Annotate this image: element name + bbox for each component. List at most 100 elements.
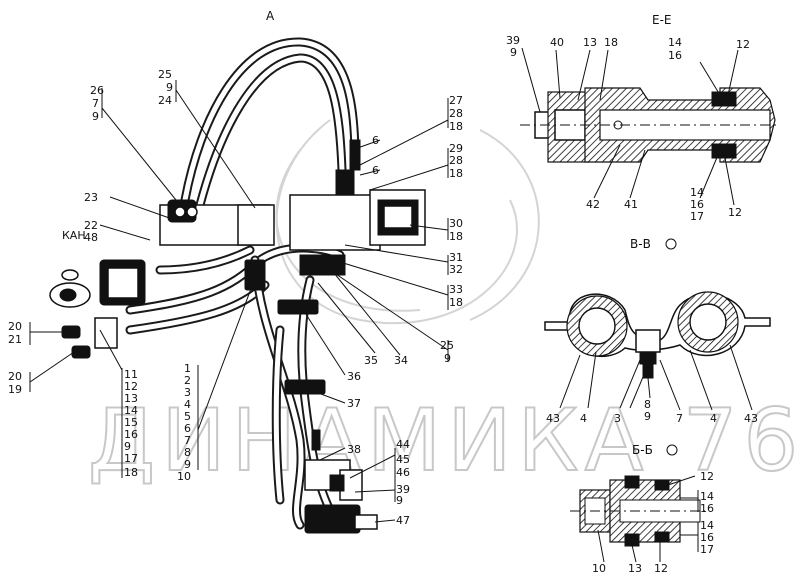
label-d10: 10 <box>177 470 191 483</box>
clamp-36 <box>277 299 319 315</box>
label-47: 47 <box>396 514 410 527</box>
label-e17: 17 <box>690 210 704 223</box>
label-27: 27 <box>449 94 463 107</box>
main-view-labels: 26 7 9 25 9 24 23 22 КАН 48 27 28 18 6 6… <box>8 68 463 527</box>
label-24: 24 <box>158 94 172 107</box>
label-c9: 9 <box>124 440 131 453</box>
label-e16: 16 <box>668 49 682 62</box>
view-label-bb: В-В <box>630 237 651 251</box>
label-20b: 20 <box>8 370 22 383</box>
label-s14: 14 <box>700 490 714 503</box>
fitting-group-38 <box>304 429 378 534</box>
label-d3: 3 <box>184 386 191 399</box>
label-d8: 8 <box>184 446 191 459</box>
label-b4: 4 <box>580 412 587 425</box>
watermark-text: ДИНАМИКА 76 <box>88 391 800 491</box>
label-28b: 28 <box>449 154 463 167</box>
label-b7: 7 <box>676 412 683 425</box>
label-b8: 8 <box>644 398 651 411</box>
label-d9: 9 <box>184 458 191 471</box>
leader-lines <box>29 80 449 523</box>
fitting-assembly-22 <box>49 259 146 308</box>
label-s16b: 16 <box>700 531 714 544</box>
section-bb-view <box>544 291 771 411</box>
label-9: 9 <box>92 110 99 123</box>
section-marker-circle <box>665 238 677 250</box>
label-c12: 12 <box>124 380 138 393</box>
section-bb-labels: 43 4 3 8 9 7 4 43 <box>546 398 758 425</box>
label-s13: 13 <box>628 562 642 575</box>
label-21: 21 <box>8 333 22 346</box>
label-9b: 9 <box>166 81 173 94</box>
label-9d: 9 <box>396 494 403 507</box>
label-18d: 18 <box>449 296 463 309</box>
label-28: 28 <box>449 107 463 120</box>
view-label-ee: Е-Е <box>652 13 672 27</box>
label-c18: 18 <box>124 466 138 479</box>
label-25b: 25 <box>440 339 454 352</box>
label-9c: 9 <box>444 352 451 365</box>
label-20: 20 <box>8 320 22 333</box>
label-e41: 41 <box>624 198 638 211</box>
section-ee-view <box>520 47 780 206</box>
label-c17: 17 <box>124 452 138 465</box>
label-31: 31 <box>449 251 463 264</box>
main-assembly-view <box>49 37 426 534</box>
view-label-bb2: Б-Б <box>632 443 653 457</box>
label-s10: 10 <box>592 562 606 575</box>
label-25: 25 <box>158 68 172 81</box>
label-18: 18 <box>449 120 463 133</box>
label-46: 46 <box>396 466 410 479</box>
label-19: 19 <box>8 383 22 396</box>
view-label-a: А <box>266 9 275 23</box>
label-18c: 18 <box>449 230 463 243</box>
label-e14b: 14 <box>690 186 704 199</box>
label-kan: КАН <box>62 229 86 242</box>
label-37: 37 <box>347 397 361 410</box>
label-18b: 18 <box>449 167 463 180</box>
label-e42: 42 <box>586 198 600 211</box>
label-45: 45 <box>396 453 410 466</box>
watermark-logo <box>275 119 540 325</box>
section-ee-labels: 39 9 40 13 18 14 16 12 42 41 14 16 17 12 <box>506 34 750 223</box>
section-bb2-labels: 12 14 16 14 16 17 10 13 12 <box>592 470 714 575</box>
clamp-37 <box>284 379 326 395</box>
label-e9: 9 <box>510 46 517 59</box>
valve-33 <box>299 254 346 276</box>
label-d4: 4 <box>184 398 191 411</box>
label-32: 32 <box>449 263 463 276</box>
label-e12b: 12 <box>728 206 742 219</box>
label-e14: 14 <box>668 36 682 49</box>
section-marker-circle-2 <box>666 444 678 456</box>
label-d1: 1 <box>184 362 191 375</box>
label-33: 33 <box>449 283 463 296</box>
label-e18: 18 <box>604 36 618 49</box>
label-48: 48 <box>84 231 98 244</box>
label-e13: 13 <box>583 36 597 49</box>
label-e39: 39 <box>506 34 520 47</box>
label-s12b: 12 <box>654 562 668 575</box>
label-s14b: 14 <box>700 519 714 532</box>
label-6b: 6 <box>372 164 379 177</box>
label-s12: 12 <box>700 470 714 483</box>
label-d7: 7 <box>184 434 191 447</box>
label-b3: 3 <box>614 412 621 425</box>
label-22: 22 <box>84 219 98 232</box>
label-35: 35 <box>364 354 378 367</box>
label-6: 6 <box>372 134 379 147</box>
label-e40: 40 <box>550 36 564 49</box>
label-s17: 17 <box>700 543 714 556</box>
label-b9: 9 <box>644 410 651 423</box>
label-34: 34 <box>394 354 408 367</box>
label-c13: 13 <box>124 392 138 405</box>
label-c16: 16 <box>124 428 138 441</box>
label-d5: 5 <box>184 410 191 423</box>
label-s16: 16 <box>700 502 714 515</box>
valve-block <box>289 194 381 251</box>
section-bb2-view <box>570 475 705 563</box>
label-44: 44 <box>396 438 410 451</box>
label-e12: 12 <box>736 38 750 51</box>
label-38: 38 <box>347 443 361 456</box>
label-b43b: 43 <box>744 412 758 425</box>
